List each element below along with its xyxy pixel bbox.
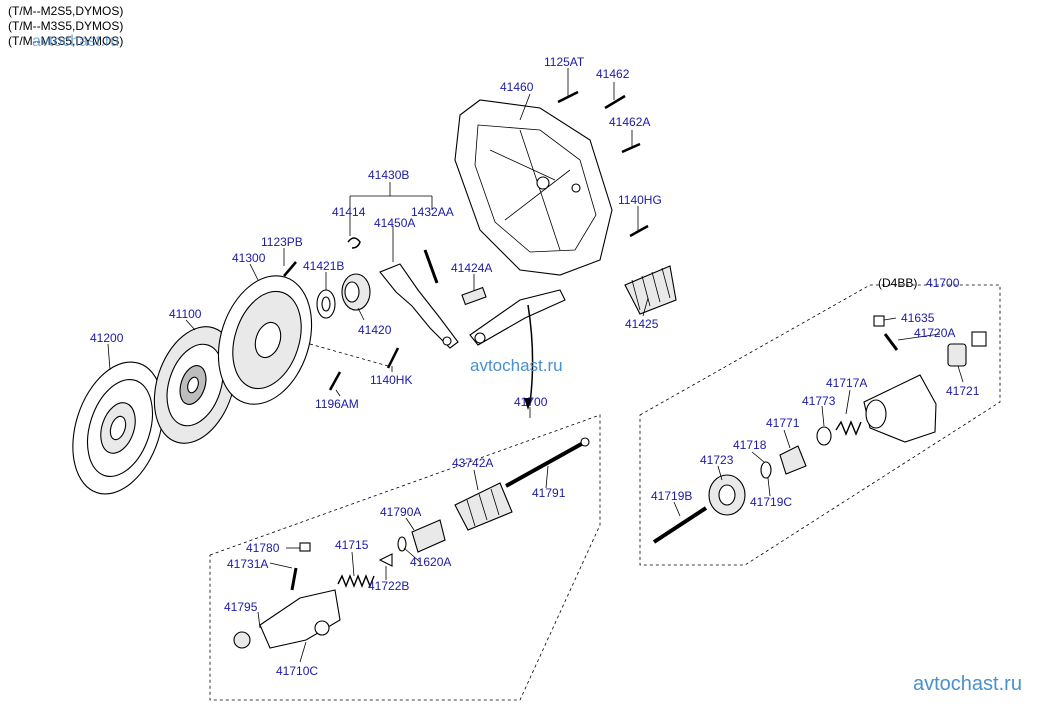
label-41710C: 41710C — [276, 664, 318, 678]
pushrod-41719B — [652, 506, 708, 544]
header-line-1: (T/M--M2S5,DYMOS) — [8, 4, 124, 18]
label-41420: 41420 — [358, 323, 392, 337]
seal-41719C — [760, 461, 772, 479]
release-fork-41450A — [379, 263, 459, 349]
seal-41722B — [378, 553, 393, 567]
pin-1432AA — [423, 249, 439, 284]
cap-41635 — [873, 315, 885, 327]
label-41720A: 41720A — [914, 326, 955, 340]
boot-43742A — [454, 482, 513, 531]
label-41791: 41791 — [532, 486, 566, 500]
header-line-3: (T/M--M3S5,DYMOS) — [8, 34, 124, 48]
label-43742A: 43742A — [452, 456, 493, 470]
slave-cylinder-top — [469, 289, 566, 346]
watermark-bottom: avtochast.ru — [913, 673, 1022, 695]
label-41718: 41718 — [733, 438, 767, 452]
cap-41780 — [299, 542, 311, 552]
cylinder-body-41710C — [259, 589, 341, 649]
piston-41718 — [779, 445, 807, 475]
label-1123PB: 1123PB — [261, 235, 303, 249]
cup-41773 — [816, 426, 832, 446]
label-41100: 41100 — [169, 307, 202, 321]
label-41715: 41715 — [335, 538, 369, 552]
label-41719C: 41719C — [750, 495, 792, 509]
watermark-middle: avtochast.ru — [470, 356, 563, 375]
label-41462A: 41462A — [609, 115, 650, 129]
label-41424A: 41424A — [451, 261, 492, 275]
label-41731A: 41731A — [227, 557, 268, 571]
bolt-1123PB — [283, 261, 297, 277]
assembly-box-d4bb — [639, 284, 1001, 566]
label-41300: 41300 — [232, 251, 266, 265]
release-bearing-41420 — [341, 273, 371, 311]
label-41700-d4bb: 41700 — [926, 276, 960, 290]
label-1196AM: 1196AM — [315, 397, 359, 411]
bleeder-41720A — [883, 333, 899, 351]
clutch-housing-41460 — [454, 99, 613, 276]
label-41462: 41462 — [596, 67, 630, 81]
label-41780: 41780 — [246, 541, 280, 555]
label-1140HK: 1140HK — [370, 373, 412, 387]
label-1140HG: 1140HG — [618, 193, 662, 207]
watermark-top: avtochast.ru — [32, 33, 120, 50]
label-41790A: 41790A — [380, 505, 421, 519]
boot-41425 — [624, 265, 677, 315]
piston-41790A — [411, 519, 446, 553]
bolt-1140HK — [386, 347, 400, 369]
header-line-2: (T/M--M3S5,DYMOS) — [8, 19, 124, 33]
bolt-41462 — [604, 94, 626, 110]
label-41620A: 41620A — [410, 555, 451, 569]
plug-41795 — [233, 631, 251, 649]
clutch-cover-41200 — [72, 361, 164, 495]
bolt-1140HG — [629, 224, 649, 238]
label-1125AT: 1125AT — [544, 55, 585, 69]
release-bearing-41421B — [316, 289, 336, 319]
label-41723: 41723 — [700, 453, 734, 467]
label-41773: 41773 — [802, 394, 836, 408]
pivot-41424A — [461, 286, 487, 306]
label-1432AA: 1432AA — [411, 205, 454, 219]
bleeder-41731A — [290, 567, 298, 591]
label-41200: 41200 — [90, 331, 124, 345]
label-41450A: 41450A — [374, 216, 415, 230]
label-41421B: 41421B — [303, 259, 344, 273]
fitting-41721 — [947, 343, 967, 367]
label-41425: 41425 — [625, 317, 659, 331]
bolt-41462A — [621, 142, 641, 154]
pushrod-41791 — [505, 437, 590, 488]
boot-41723 — [708, 474, 746, 516]
label-41635: 41635 — [901, 311, 935, 325]
bolt-1125AT — [557, 90, 579, 104]
cap-41721-nut — [971, 331, 987, 347]
label-41430B: 41430B — [368, 168, 409, 182]
label-41721: 41721 — [946, 384, 980, 398]
label-41717A: 41717A — [826, 376, 867, 390]
pressure-plate-41300 — [217, 275, 313, 405]
bolt-1196AM — [328, 371, 342, 391]
label-41414: 41414 — [332, 205, 366, 219]
cylinder-body-d4bb — [863, 374, 937, 443]
label-41700-main: 41700 — [514, 395, 548, 409]
label-41460: 41460 — [500, 80, 534, 94]
ring-41620A — [397, 536, 407, 552]
assembly-box-41700 — [209, 414, 601, 701]
label-41722B: 41722B — [368, 579, 409, 593]
arrow-down-icon — [524, 398, 532, 410]
spring-41717A — [835, 420, 862, 436]
clip-41414 — [347, 237, 361, 249]
label-d4bb: (D4BB) — [878, 276, 917, 290]
label-41719B: 41719B — [651, 489, 692, 503]
label-41795: 41795 — [224, 600, 258, 614]
spring-41715 — [337, 574, 375, 588]
label-41771: 41771 — [766, 416, 800, 430]
clutch-disc-41100 — [153, 326, 237, 444]
